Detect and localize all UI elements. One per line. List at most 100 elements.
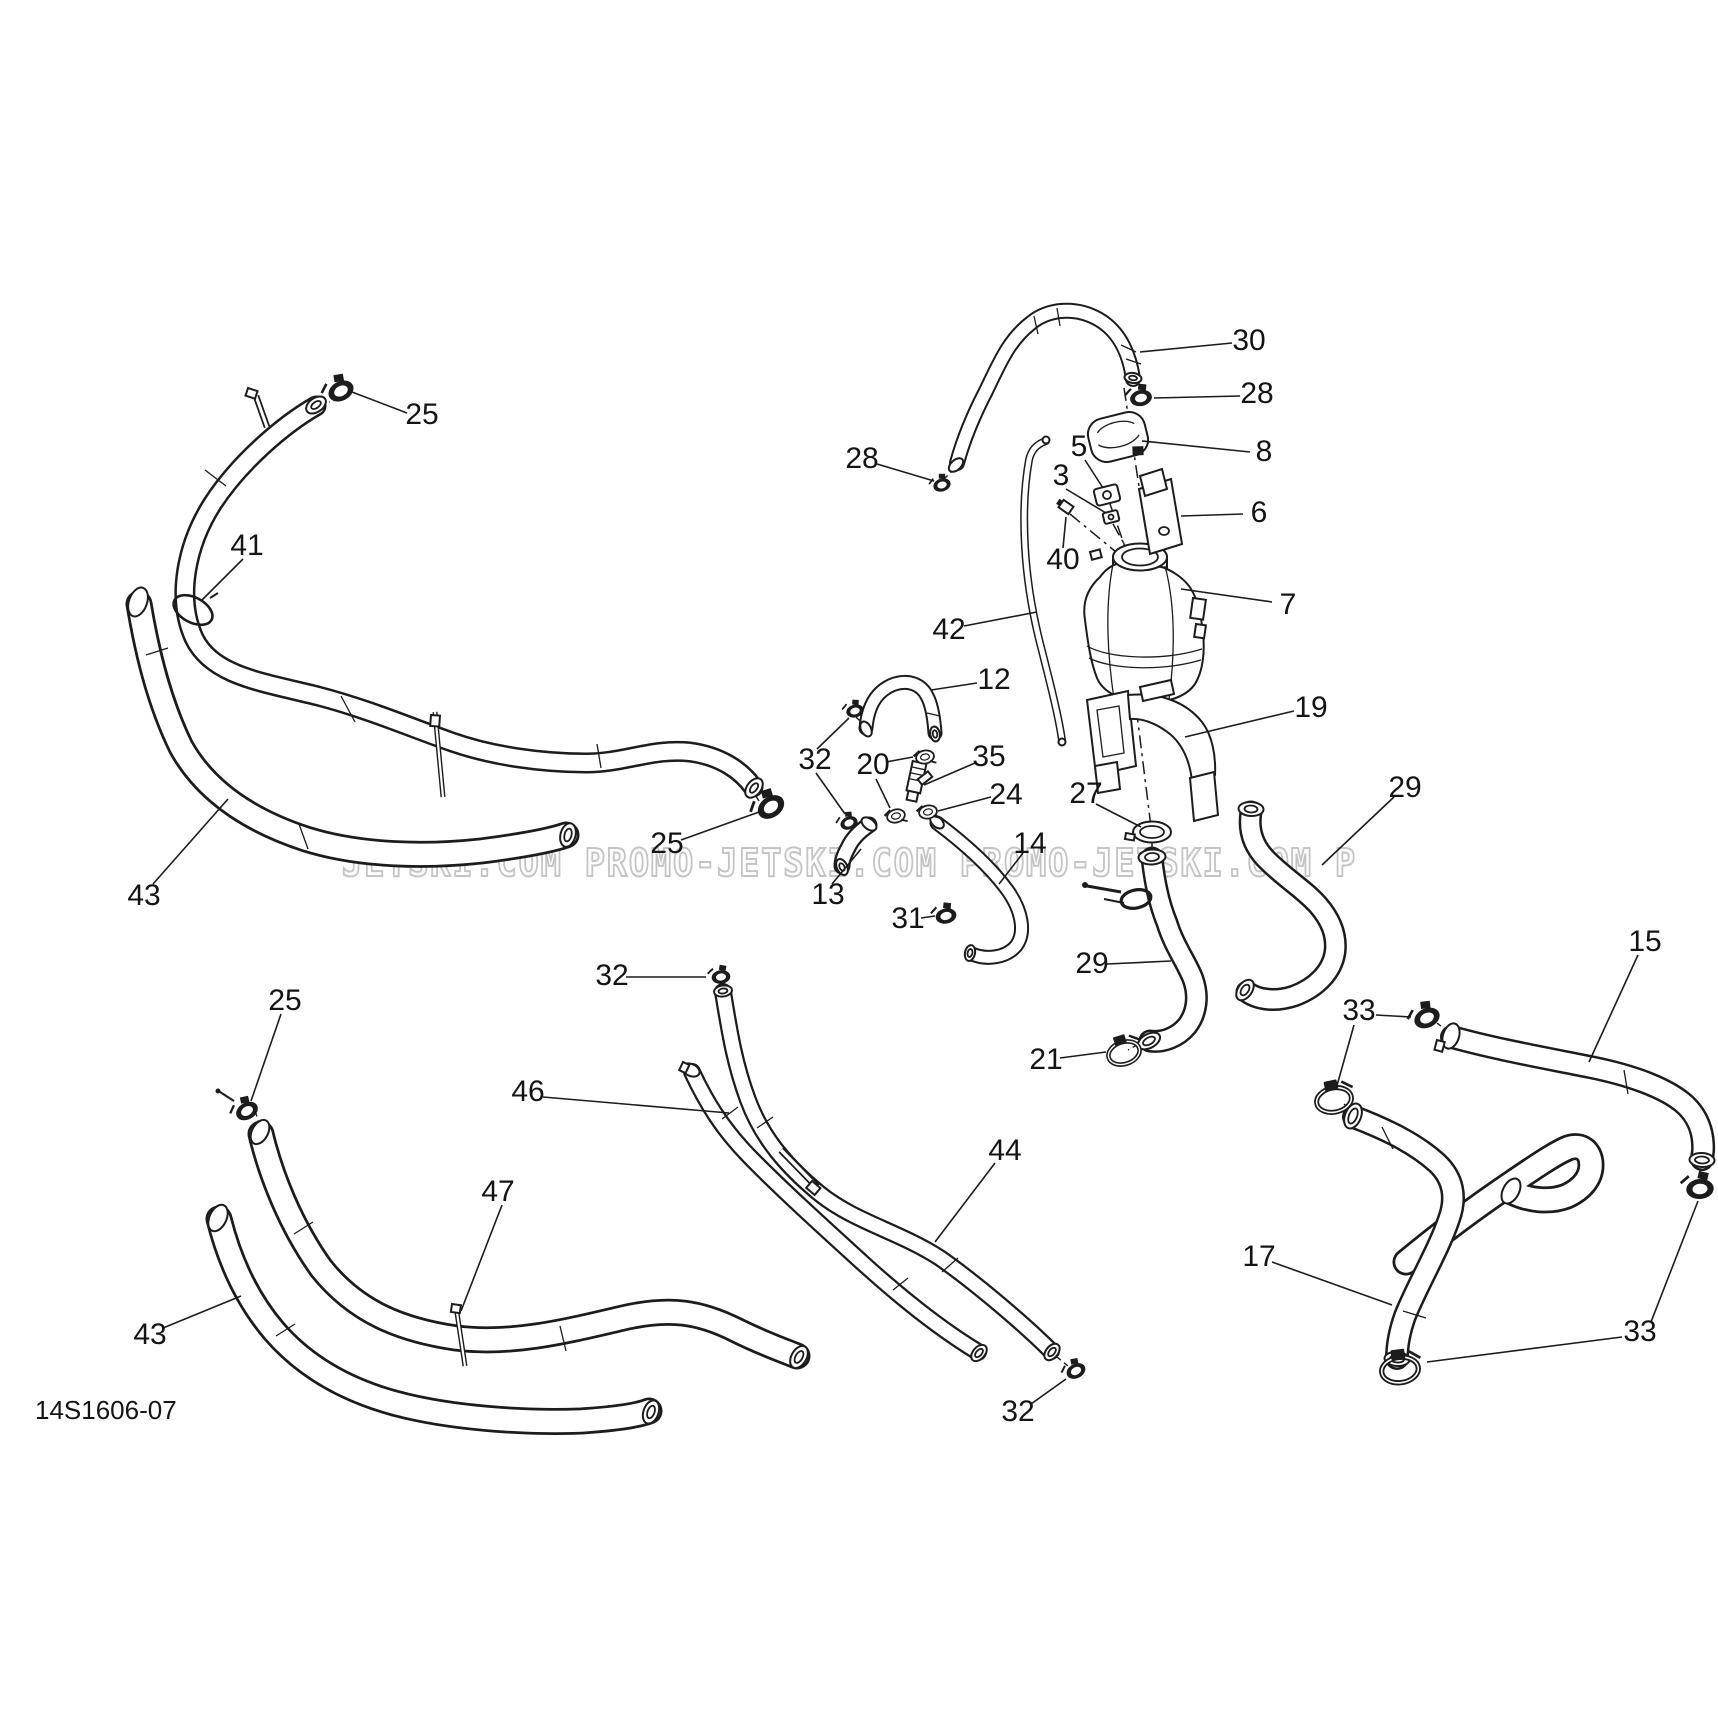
svg-text:28: 28: [1240, 377, 1273, 410]
svg-text:31: 31: [891, 902, 924, 935]
hose-upper-left-43: [124, 586, 578, 855]
svg-text:25: 25: [650, 827, 683, 860]
svg-text:44: 44: [988, 1134, 1021, 1167]
callout-42: 42: [932, 611, 1038, 646]
svg-text:46: 46: [511, 1075, 544, 1108]
callout-32: 32: [595, 959, 706, 992]
callout-14: 14: [998, 827, 1047, 885]
svg-text:35: 35: [972, 740, 1005, 773]
tank-holder-19: [1085, 678, 1220, 823]
callout-31: 31: [891, 902, 936, 935]
callout-41: 41: [200, 529, 264, 602]
svg-text:43: 43: [133, 1318, 166, 1351]
hose-lower-left-25: [247, 1118, 812, 1371]
nut-5: [1092, 483, 1122, 507]
cable-tie-47: [449, 1302, 468, 1367]
hose-15: [1433, 1022, 1716, 1167]
clamp-25-bottom-left: [224, 1090, 263, 1128]
callout-13: 13: [811, 848, 862, 911]
svg-text:33: 33: [1623, 1315, 1656, 1348]
clamp-31: [928, 899, 959, 928]
hose-29-right: [1235, 801, 1336, 1003]
callout-27: 27: [1069, 777, 1142, 828]
svg-text:25: 25: [405, 398, 438, 431]
hose-12: [858, 682, 941, 743]
clamp-28-left: [926, 470, 954, 496]
svg-text:8: 8: [1256, 435, 1273, 468]
hose-46: [677, 1060, 988, 1363]
svg-text:32: 32: [1001, 1395, 1034, 1428]
clamp-33-a: [1401, 995, 1445, 1036]
callout-25: 25: [250, 984, 302, 1102]
clamp-33-c: [1678, 1168, 1716, 1202]
callout-33: 33: [1426, 1200, 1699, 1363]
svg-text:43: 43: [127, 879, 160, 912]
callout-25: 25: [650, 811, 760, 860]
elbow-fitting-13: [834, 816, 879, 877]
callout-32: 32: [798, 717, 850, 815]
tank-cap: [1086, 411, 1150, 463]
clip-41: [172, 592, 219, 627]
callout-12: 12: [930, 663, 1011, 696]
callout-19: 19: [1184, 691, 1328, 738]
callout-29: 29: [1321, 771, 1422, 866]
hose-17: [1341, 1102, 1591, 1367]
nut-3: [1101, 509, 1121, 525]
callout-35: 35: [923, 740, 1006, 786]
callout-43: 43: [127, 798, 229, 912]
svg-text:28: 28: [845, 442, 878, 475]
svg-text:14: 14: [1013, 827, 1046, 860]
cable-tie-44-46: [778, 1147, 822, 1197]
seal-ring-27: [1123, 820, 1172, 844]
fitting-40: [1056, 498, 1075, 516]
svg-text:5: 5: [1071, 430, 1088, 463]
hose-42: [1024, 435, 1067, 747]
svg-text:13: 13: [811, 878, 844, 911]
callout-25: 25: [351, 391, 439, 431]
callout-5: 5: [1071, 430, 1104, 489]
svg-text:24: 24: [989, 778, 1022, 811]
callout-17: 17: [1242, 1240, 1393, 1306]
svg-text:19: 19: [1294, 691, 1327, 724]
svg-text:7: 7: [1280, 588, 1297, 621]
callout-46: 46: [511, 1075, 730, 1114]
svg-text:29: 29: [1075, 947, 1108, 980]
tank-bracket-6: [1137, 467, 1184, 556]
clamp-28-right: [1122, 380, 1155, 411]
svg-text:32: 32: [595, 959, 628, 992]
callout-43: 43: [133, 1295, 242, 1351]
clamp-32-c: [705, 962, 733, 987]
callout-40: 40: [1046, 516, 1080, 576]
callout-44: 44: [934, 1134, 1022, 1243]
svg-text:41: 41: [230, 529, 263, 562]
callout-21: 21: [1029, 1043, 1107, 1076]
hose-44: [713, 984, 1061, 1362]
hose-30: [947, 308, 1143, 473]
svg-text:40: 40: [1046, 543, 1079, 576]
callout-28: 28: [1153, 377, 1274, 410]
callout-30: 30: [1139, 324, 1266, 357]
svg-text:20: 20: [856, 748, 889, 781]
callout-8: 8: [1141, 435, 1273, 468]
svg-text:21: 21: [1029, 1043, 1062, 1076]
callout-33: 33: [1335, 994, 1412, 1090]
cable-tie-41-hose: [429, 711, 446, 798]
svg-text:29: 29: [1388, 771, 1421, 804]
t-fitting-35: [905, 756, 934, 803]
callout-28: 28: [845, 442, 935, 482]
svg-text:17: 17: [1242, 1240, 1275, 1273]
diagram-code: 14S1606-07: [35, 1395, 177, 1425]
callout-15: 15: [1588, 925, 1662, 1063]
hose-29-left: [1136, 849, 1196, 1053]
svg-text:12: 12: [977, 663, 1010, 696]
callout-20: 20: [856, 748, 914, 809]
clamp-32-d: [1056, 1353, 1090, 1385]
hose-lower-left-43: [204, 1203, 662, 1426]
svg-text:47: 47: [481, 1175, 514, 1208]
svg-text:30: 30: [1232, 324, 1265, 357]
svg-text:32: 32: [798, 743, 831, 776]
svg-text:6: 6: [1251, 496, 1268, 529]
svg-text:15: 15: [1628, 925, 1661, 958]
